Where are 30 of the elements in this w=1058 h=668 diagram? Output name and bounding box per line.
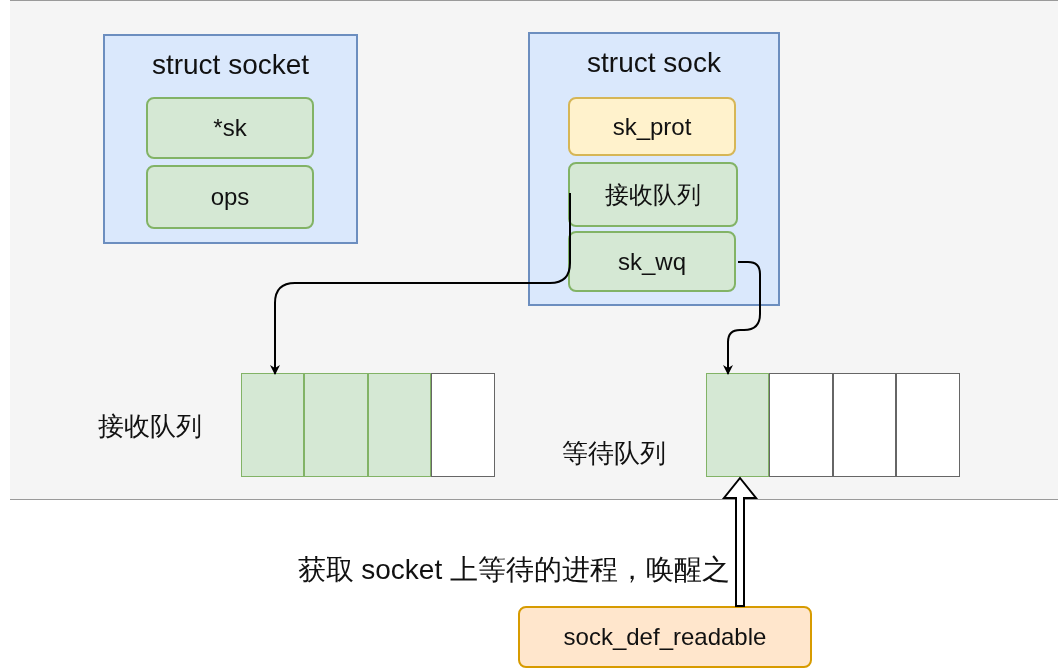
queue-slot [368, 373, 431, 477]
field-label: sock_def_readable [563, 622, 767, 652]
hollow-arrow [721, 476, 759, 607]
queue-slot [431, 373, 495, 477]
field-label: 接收队列 [605, 179, 701, 210]
field-label: sk_prot [612, 111, 692, 142]
queue-slot [241, 373, 304, 477]
field-box [146, 97, 314, 159]
arrow [723, 261, 761, 375]
struct-box [528, 32, 780, 306]
queue-label: 接收队列 [98, 409, 202, 443]
queue-label: 等待队列 [562, 436, 666, 470]
queue-slot [896, 373, 960, 477]
struct-box [103, 34, 358, 244]
field-label: *sk [213, 113, 247, 143]
struct-title: struct sock [587, 46, 721, 80]
field-label: sk_wq [618, 246, 686, 277]
field-box [568, 97, 736, 156]
field-box [146, 165, 314, 229]
queue-slot [769, 373, 833, 477]
field-box [568, 231, 736, 292]
field-label: ops [210, 182, 250, 212]
panel-background [10, 0, 1058, 500]
function-box [518, 606, 812, 668]
field-box [568, 162, 738, 227]
struct-title: struct socket [151, 48, 310, 82]
queue-slot [833, 373, 896, 477]
queue-slot [706, 373, 769, 477]
queue-slot [304, 373, 368, 477]
arrow [270, 192, 571, 375]
